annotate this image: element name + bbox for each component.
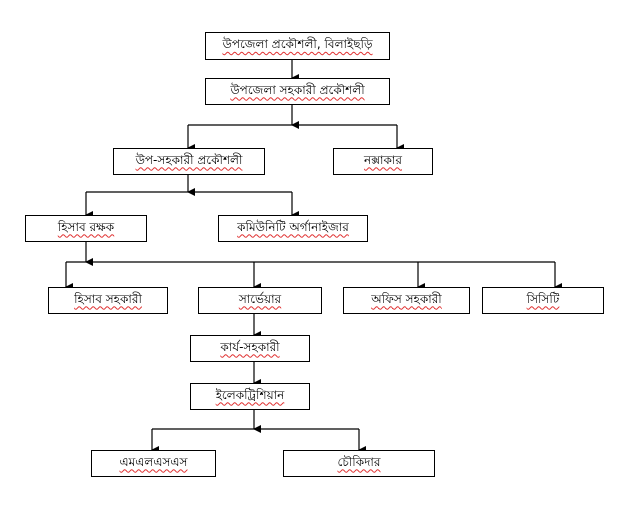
node-label: কার্য-সহকারী [220, 339, 280, 354]
node-sub-asst-engineer: উপ-সহকারী প্রকৌশলী [113, 148, 265, 175]
node-label: উপ-সহকারী প্রকৌশলী [135, 152, 243, 167]
node-upazila-asst-engineer: উপজেলা সহকারী প্রকৌশলী [205, 78, 390, 105]
node-label: উপজেলা প্রকৌশলী, বিলাইছড়ি [222, 37, 373, 51]
node-label: ইলেকট্রিশিয়ান [215, 387, 285, 402]
node-draftsman: নক্সাকার [333, 148, 433, 175]
node-accountant: হিসাব রক্ষক [25, 215, 147, 242]
node-label: সার্ভেয়ার [238, 291, 282, 306]
node-accounts-assistant: হিসাব সহকারী [48, 287, 168, 314]
node-electrician: ইলেকট্রিশিয়ান [190, 383, 310, 410]
node-upazila-engineer: উপজেলা প্রকৌশলী, বিলাইছড়ি [205, 32, 390, 60]
node-label: নক্সাকার [364, 152, 402, 167]
node-work-assistant: কার্য-সহকারী [190, 335, 310, 362]
node-chowkidar: চৌকিদার [283, 450, 435, 477]
node-community-organizer: কমিউনিটি অর্গানাইজার [218, 215, 368, 242]
node-label: চৌকিদার [337, 454, 381, 469]
node-mlss: এমএলএসএস [91, 450, 216, 477]
node-label: হিসাব সহকারী [74, 291, 142, 306]
node-label: সিসিটি [526, 291, 560, 306]
node-surveyor: সার্ভেয়ার [198, 287, 322, 314]
node-office-assistant: অফিস সহকারী [343, 287, 470, 314]
node-cc: সিসিটি [482, 287, 604, 314]
node-label: হিসাব রক্ষক [57, 219, 115, 234]
node-label: উপজেলা সহকারী প্রকৌশলী [230, 82, 365, 97]
node-label: অফিস সহকারী [371, 291, 442, 306]
node-label: এমএলএসএস [119, 454, 188, 469]
node-label: কমিউনিটি অর্গানাইজার [237, 219, 349, 234]
